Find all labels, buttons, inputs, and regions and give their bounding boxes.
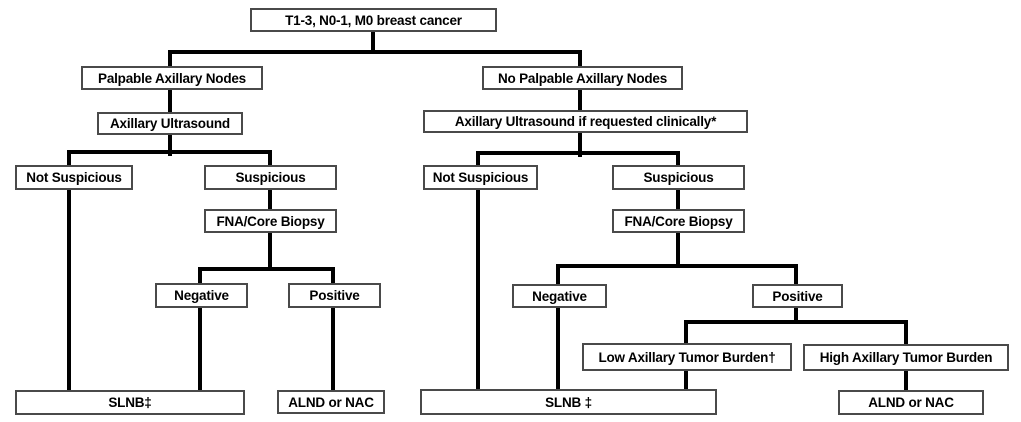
node-axillary-ultrasound-if-requested: Axillary Ultrasound if requested clinica…: [423, 110, 748, 133]
node-negative-right: Negative: [512, 284, 607, 308]
node-root: T1-3, N0-1, M0 breast cancer: [250, 8, 497, 32]
node-positive-left: Positive: [288, 283, 381, 308]
node-not-suspicious-left: Not Suspicious: [15, 165, 133, 190]
node-high-axillary-tumor-burden: High Axillary Tumor Burden: [803, 344, 1009, 371]
node-alnd-or-nac-right: ALND or NAC: [838, 390, 984, 415]
node-slnb-right: SLNB ‡: [420, 389, 717, 415]
node-suspicious-right: Suspicious: [612, 165, 745, 190]
node-fna-core-biopsy-right: FNA/Core Biopsy: [612, 209, 745, 233]
node-no-palpable-axillary-nodes: No Palpable Axillary Nodes: [482, 66, 683, 90]
node-suspicious-left: Suspicious: [204, 165, 337, 190]
node-slnb-left: SLNB‡: [15, 390, 245, 415]
node-axillary-ultrasound: Axillary Ultrasound: [97, 112, 243, 135]
node-alnd-or-nac-left: ALND or NAC: [277, 390, 385, 414]
node-fna-core-biopsy-left: FNA/Core Biopsy: [204, 209, 337, 233]
node-not-suspicious-right: Not Suspicious: [423, 165, 538, 190]
node-low-axillary-tumor-burden: Low Axillary Tumor Burden†: [582, 343, 792, 371]
node-negative-left: Negative: [155, 283, 248, 308]
node-positive-right: Positive: [752, 284, 843, 308]
node-palpable-axillary-nodes: Palpable Axillary Nodes: [81, 66, 263, 90]
